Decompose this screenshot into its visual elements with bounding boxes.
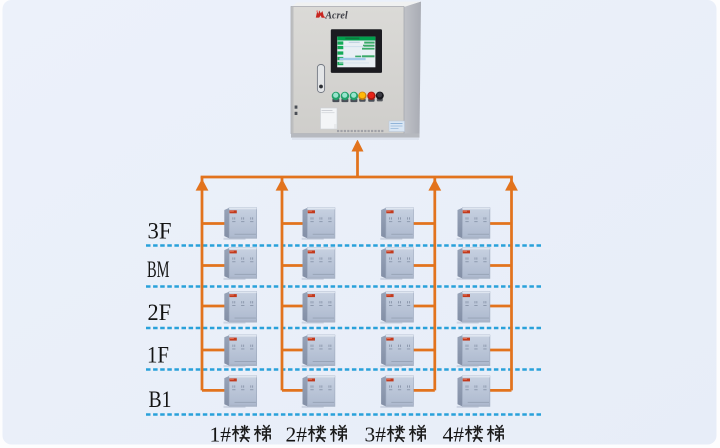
svg-text:3F: 3F (148, 219, 172, 244)
svg-text:B1: B1 (149, 387, 172, 412)
svg-text:4#: 4# (443, 423, 465, 447)
svg-text:BM: BM (147, 257, 170, 282)
svg-text:2#: 2# (286, 423, 308, 447)
svg-text:2F: 2F (148, 300, 172, 325)
svg-text:3#: 3# (365, 423, 387, 447)
svg-text:1F: 1F (147, 343, 169, 368)
svg-text:1#: 1# (210, 423, 232, 447)
svg-text:Acrel: Acrel (324, 10, 347, 21)
